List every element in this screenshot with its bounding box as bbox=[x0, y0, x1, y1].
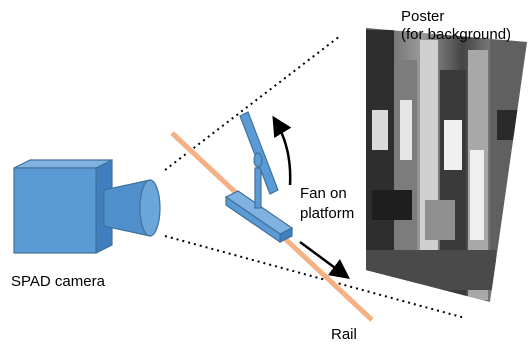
fan-label-line2: platform bbox=[300, 205, 355, 222]
view-line-top bbox=[164, 35, 341, 171]
fan-label: Fan on platform bbox=[300, 184, 354, 224]
poster-label: Poster (for background) bbox=[401, 8, 511, 44]
fan-icon bbox=[224, 111, 294, 244]
poster bbox=[366, 28, 527, 302]
fan-label-line1: Fan on bbox=[300, 185, 347, 202]
camera-label: SPAD camera bbox=[11, 273, 105, 290]
city-poster-image bbox=[366, 30, 527, 300]
motion-arrow-icon bbox=[299, 240, 351, 279]
view-line-bottom bbox=[164, 235, 466, 319]
poster-label-line2: (for background) bbox=[401, 26, 512, 43]
rail-label: Rail bbox=[331, 326, 357, 343]
rotation-arrow-icon bbox=[272, 115, 292, 186]
poster-label-line1: Poster bbox=[401, 8, 445, 25]
spad-camera-icon bbox=[13, 159, 161, 254]
